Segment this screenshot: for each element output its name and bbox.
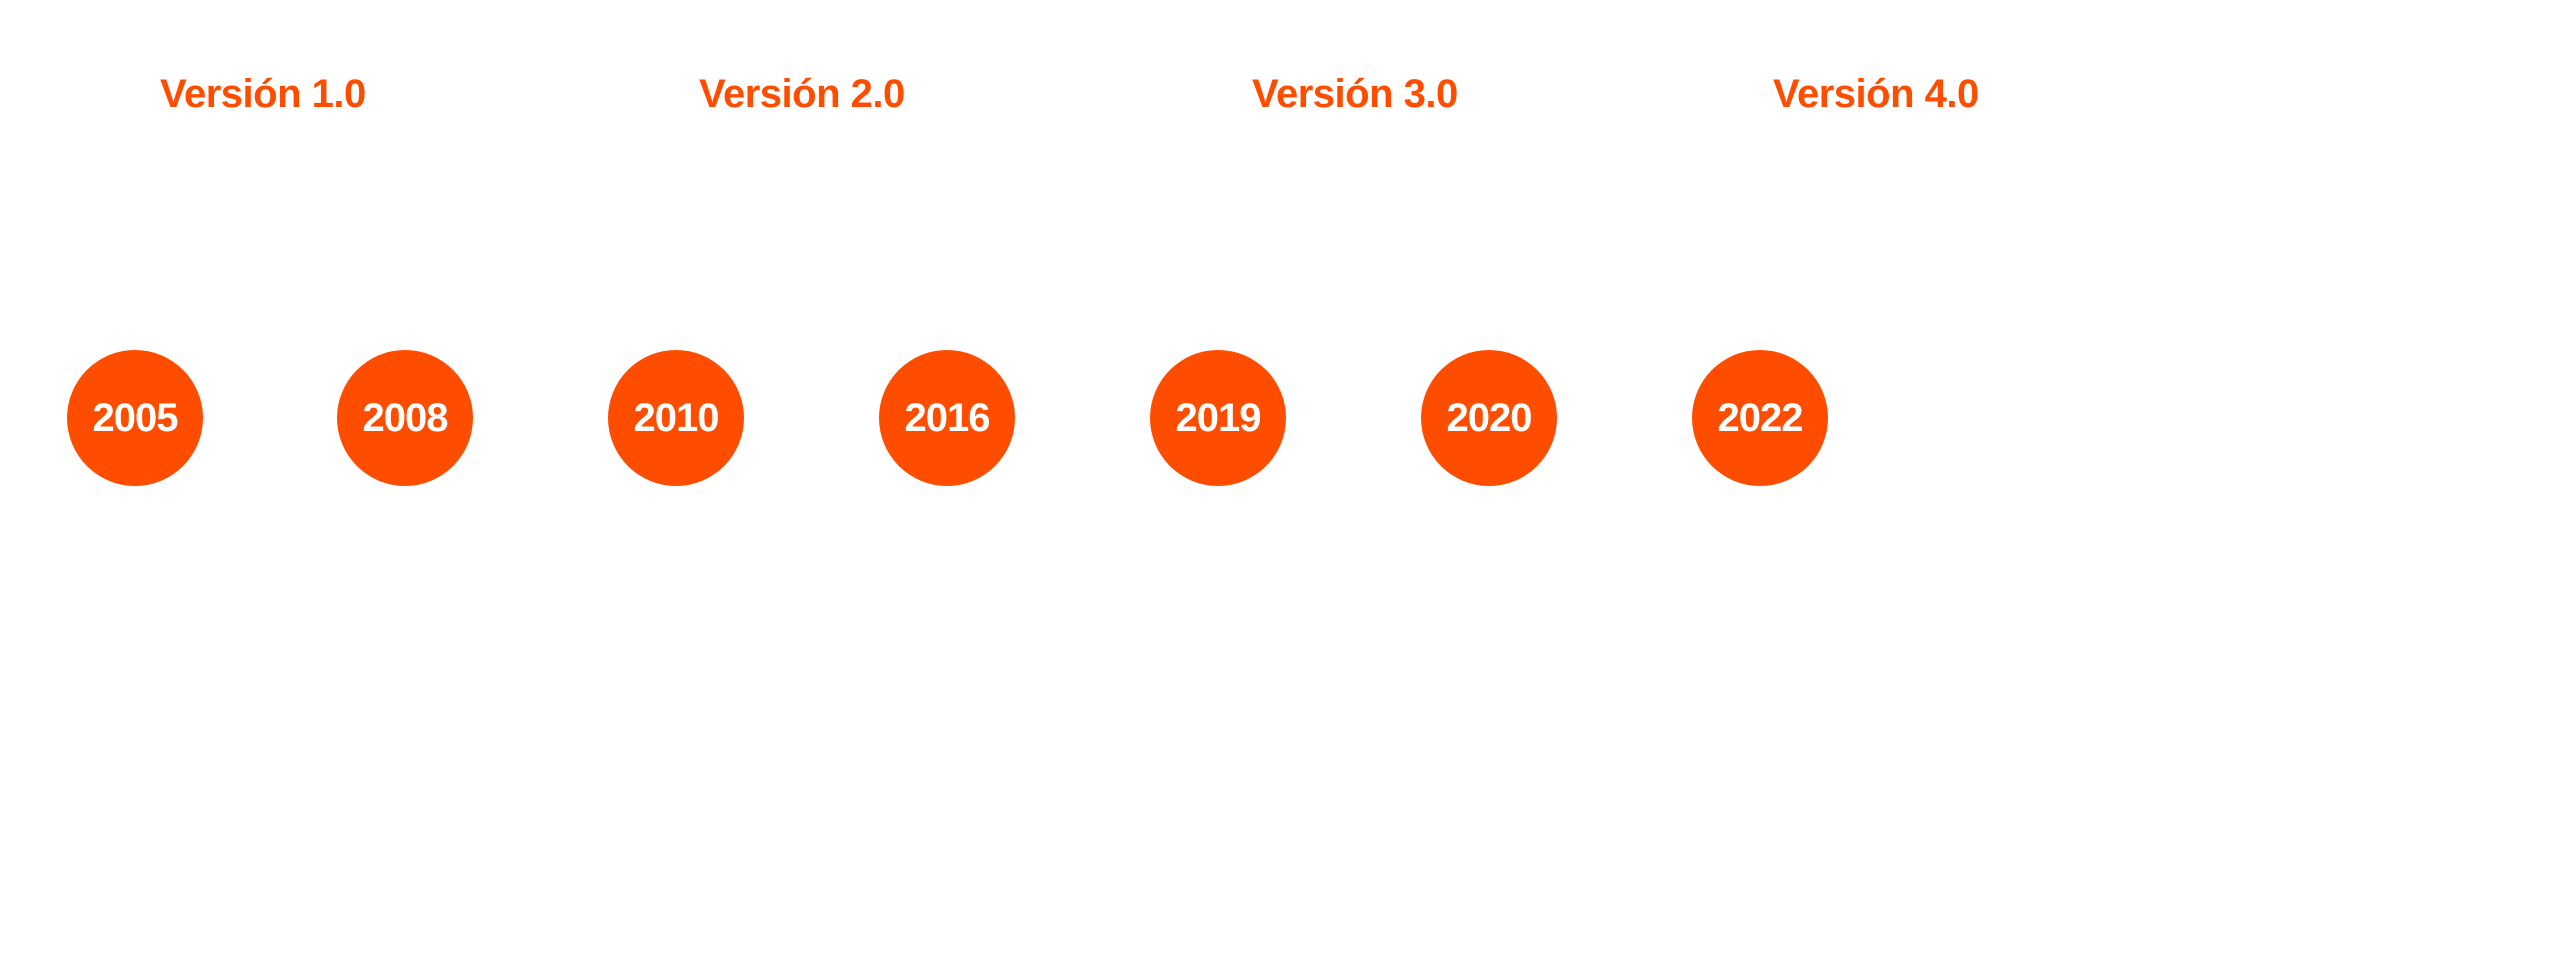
- year-circle-2005: 2005: [67, 350, 203, 486]
- year-circle-2019: 2019: [1150, 350, 1286, 486]
- year-circle-2022: 2022: [1692, 350, 1828, 486]
- year-circle-2016: 2016: [879, 350, 1015, 486]
- year-circle-2020: 2020: [1421, 350, 1557, 486]
- version-label-3: Versión 3.0: [1252, 72, 1458, 116]
- version-label-1: Versión 1.0: [160, 72, 366, 116]
- version-label-4: Versión 4.0: [1773, 72, 1979, 116]
- version-label-2: Versión 2.0: [699, 72, 905, 116]
- year-circle-2010: 2010: [608, 350, 744, 486]
- year-circle-2008: 2008: [337, 350, 473, 486]
